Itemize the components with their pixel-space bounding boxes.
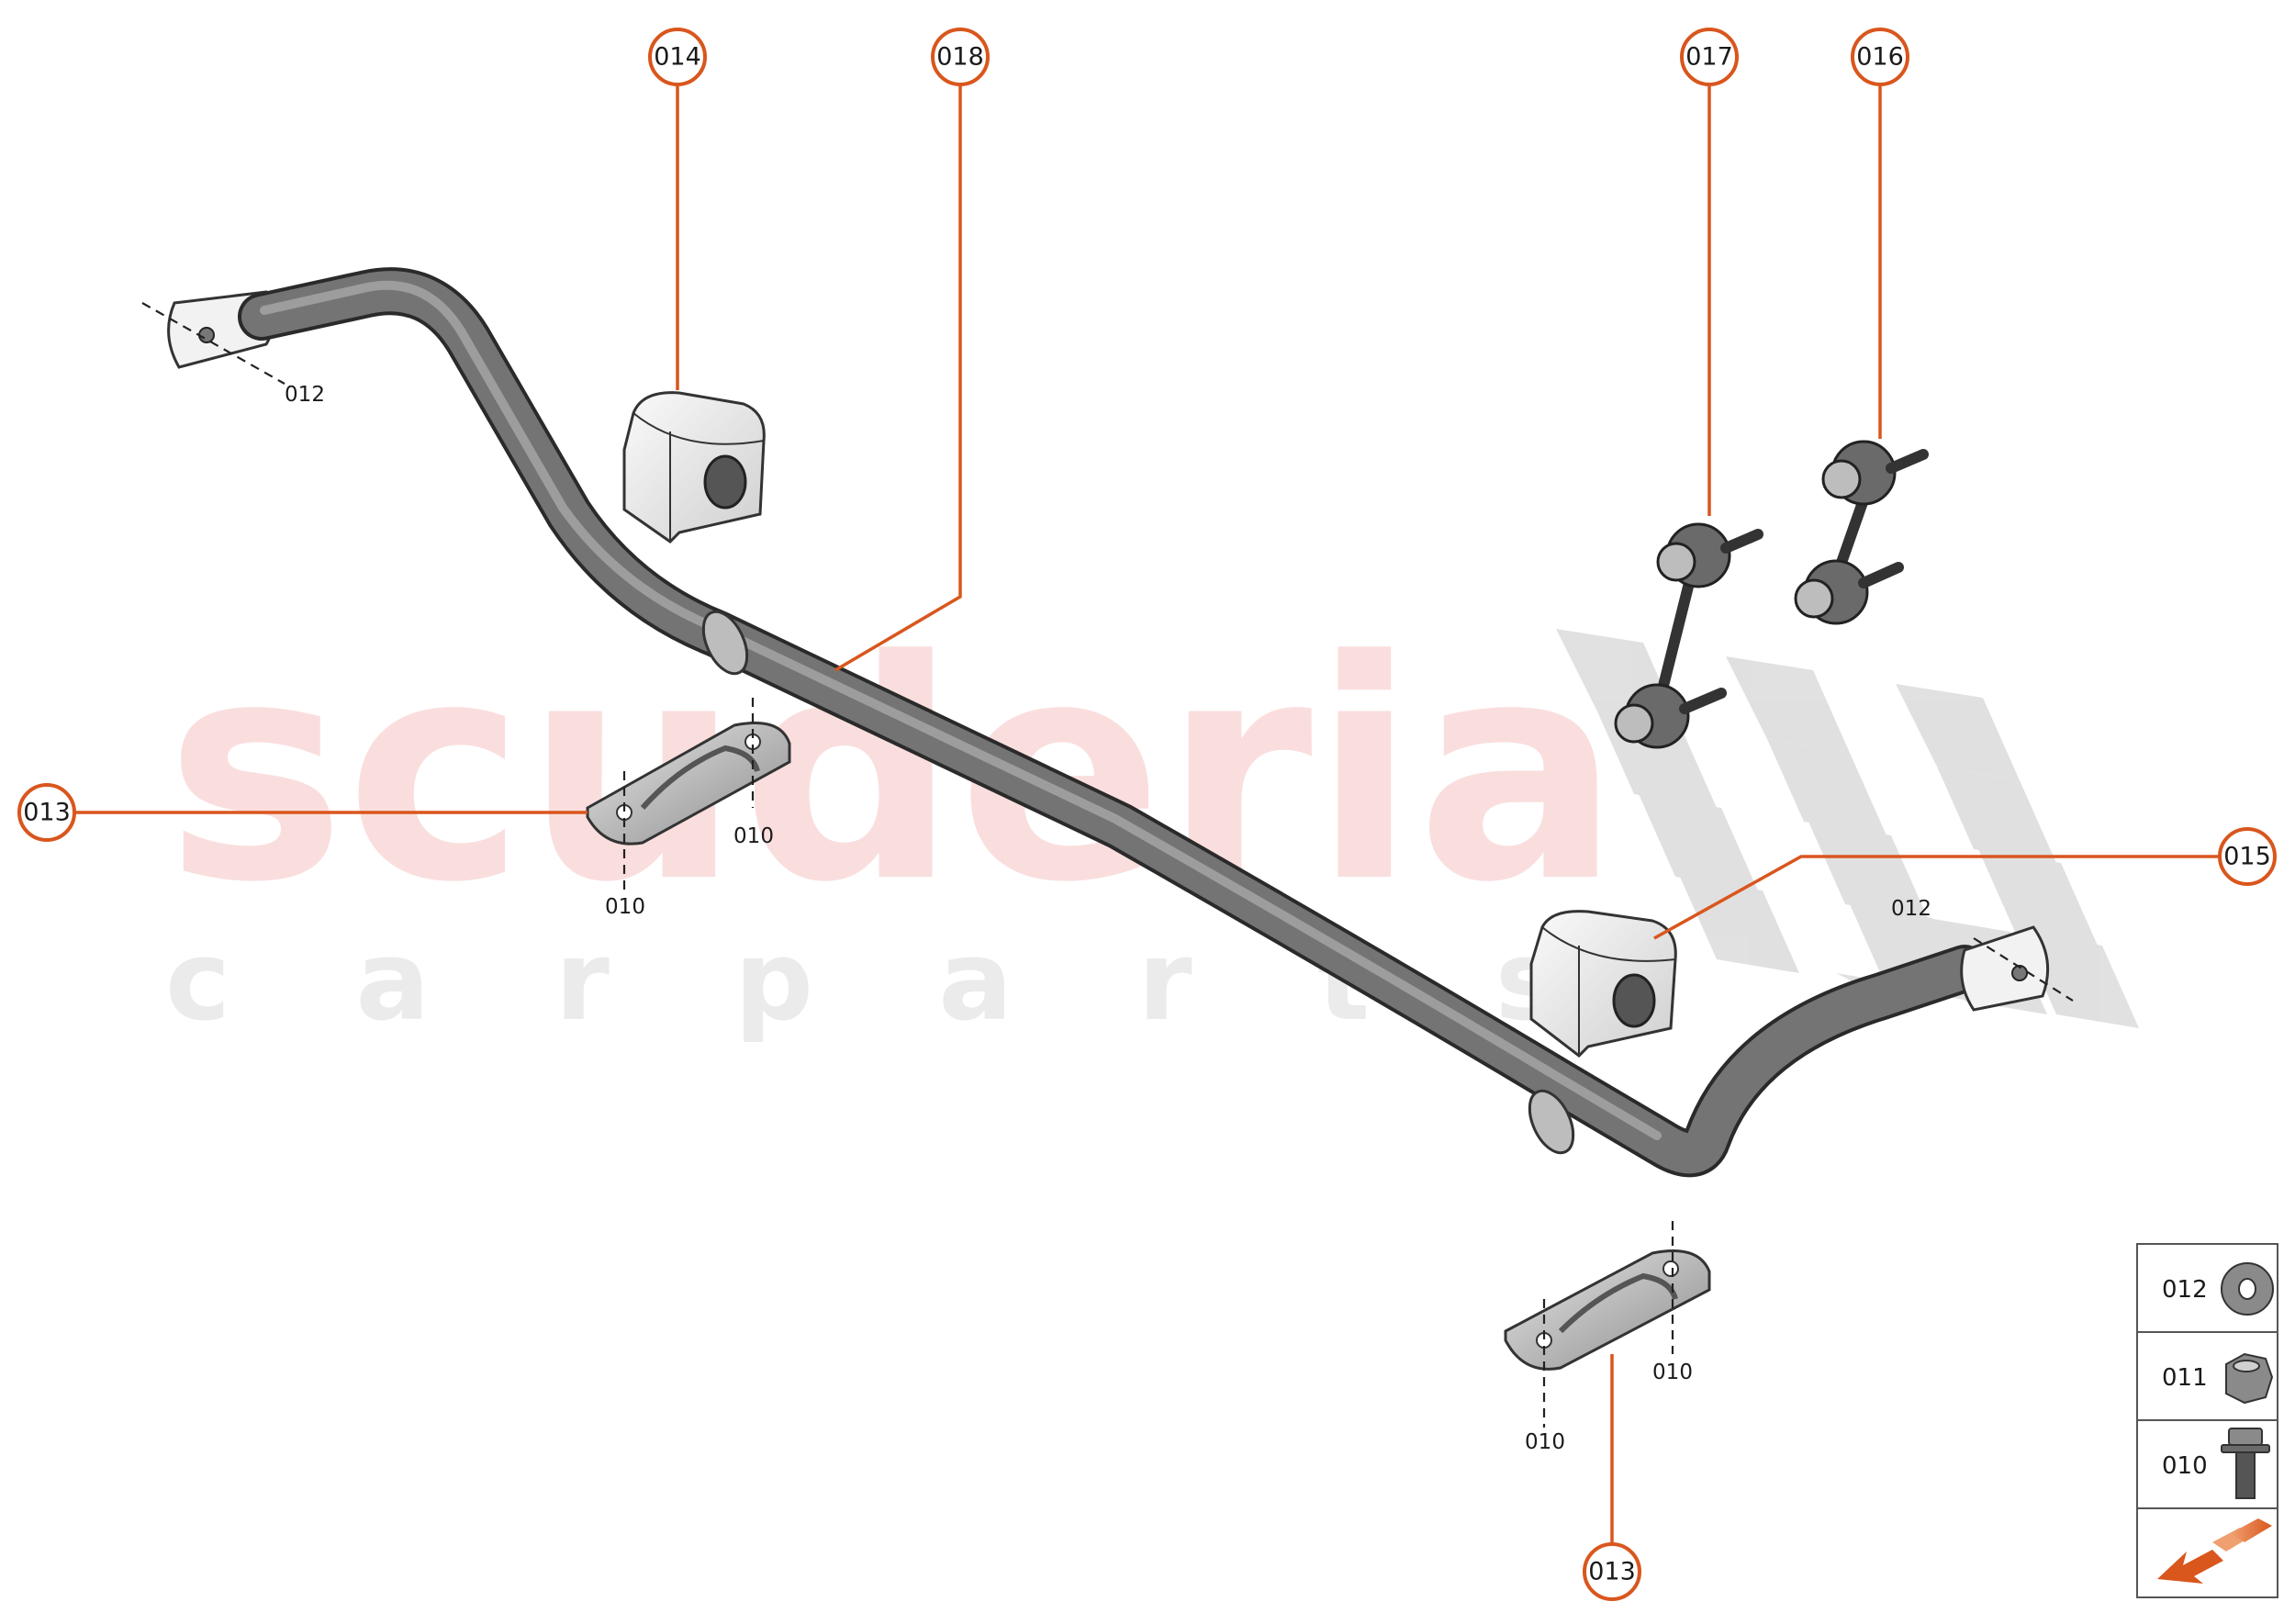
callout-014-label: 014 <box>654 43 701 72</box>
link-017 <box>1614 522 1763 749</box>
label-bolt-3: 010 <box>1525 1430 1565 1454</box>
washer-icon <box>2221 1262 2274 1316</box>
dashed-guides <box>141 302 2074 1428</box>
callout-015[interactable]: 015 <box>2218 827 2277 886</box>
bushing-014 <box>622 391 766 543</box>
legend-row-012: 012 <box>2162 1262 2274 1316</box>
callout-018-label: 018 <box>936 43 984 72</box>
part-labels: 012 012 010 010 010 010 <box>285 383 1931 1454</box>
legend-label-010: 010 <box>2162 1452 2208 1480</box>
callout-013-bottom[interactable]: 013 <box>1583 1542 1641 1601</box>
legend-row-arrow[interactable] <box>2157 1518 2272 1584</box>
arrow-icon <box>2157 1518 2272 1584</box>
callout-013-bottom-label: 013 <box>1588 1558 1636 1586</box>
callout-016[interactable]: 016 <box>1851 28 1909 86</box>
label-washer-right: 012 <box>1891 897 1931 921</box>
stabilizer-bar <box>167 267 2050 1178</box>
callout-017[interactable]: 017 <box>1680 28 1739 86</box>
label-washer-left: 012 <box>285 383 325 407</box>
leader-lines <box>74 84 2220 1546</box>
label-bolt-1: 010 <box>605 895 645 919</box>
label-bolt-2: 010 <box>733 824 774 848</box>
callout-017-label: 017 <box>1685 43 1733 72</box>
callout-013-left-label: 013 <box>23 799 71 827</box>
label-bolt-4: 010 <box>1652 1361 1693 1384</box>
nut-icon <box>2225 1352 2274 1405</box>
legend-row-011: 011 <box>2162 1352 2274 1405</box>
callout-014[interactable]: 014 <box>648 28 707 86</box>
parts-legend: 012 011 010 <box>2136 1243 2278 1598</box>
clamp-013-right <box>1504 1249 1711 1371</box>
bushing-015 <box>1529 910 1677 1058</box>
clamp-013-left <box>586 722 791 846</box>
legend-row-010: 010 <box>2162 1428 2270 1499</box>
callout-013-left[interactable]: 013 <box>17 783 76 842</box>
legend-label-011: 011 <box>2162 1364 2208 1392</box>
callout-016-label: 016 <box>1856 43 1904 72</box>
link-016 <box>1794 440 1929 625</box>
legend-label-012: 012 <box>2162 1276 2208 1304</box>
bolt-icon <box>2221 1428 2270 1499</box>
watermark-brand: scuderia <box>165 596 1621 948</box>
callout-018[interactable]: 018 <box>931 28 990 86</box>
callout-015-label: 015 <box>2223 843 2271 871</box>
